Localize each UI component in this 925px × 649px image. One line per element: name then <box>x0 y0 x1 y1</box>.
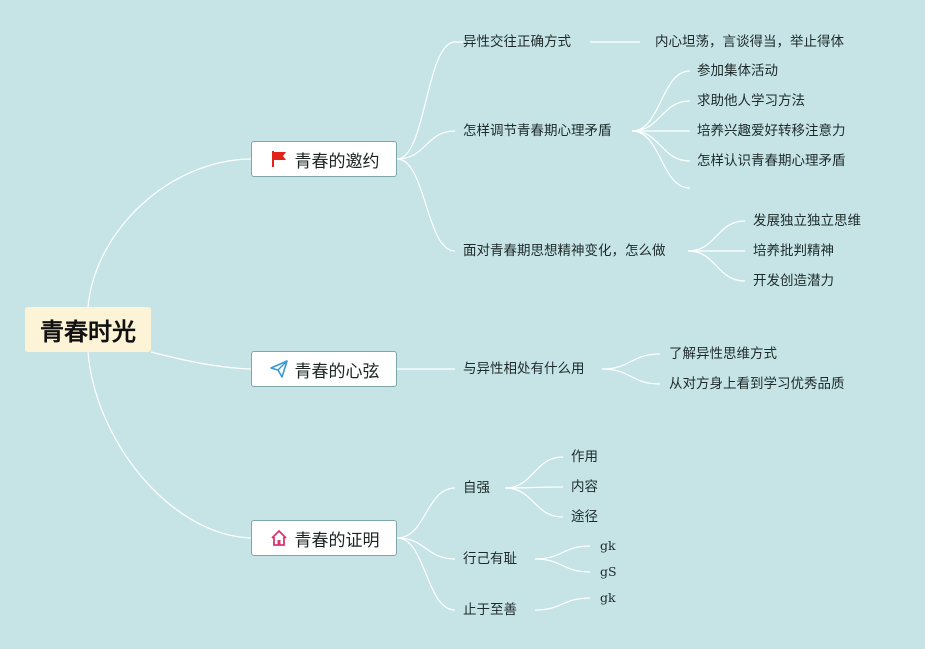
leaf-topic[interactable]: 内容 <box>571 479 598 495</box>
root-topic[interactable]: 青春时光 <box>25 307 151 352</box>
leaf-topic[interactable]: 途径 <box>571 509 598 525</box>
leaf-topic[interactable]: 培养兴趣爱好转移注意力 <box>697 123 846 139</box>
leaf-topic[interactable]: 发展独立独立思维 <box>753 213 861 229</box>
branch-topic-proof[interactable]: 青春的证明 <box>251 520 397 556</box>
subtopic[interactable]: 行己有耻 <box>463 551 517 567</box>
leaf-topic[interactable]: 了解异性思维方式 <box>669 346 777 362</box>
leaf-topic[interactable]: 作用 <box>571 449 598 465</box>
leaf-topic[interactable]: 开发创造潜力 <box>753 273 834 289</box>
subtopic[interactable]: 止于至善 <box>463 602 517 618</box>
connector-line <box>396 41 456 160</box>
connector-line <box>87 351 252 539</box>
connector-line <box>396 130 456 160</box>
subtopic[interactable]: 异性交往正确方式 <box>463 34 571 50</box>
connector-line <box>601 368 661 385</box>
connector-line <box>504 487 564 518</box>
subtopic[interactable]: 面对青春期思想精神变化，怎么做 <box>463 243 666 259</box>
connector-line <box>687 250 746 282</box>
connector-line <box>150 351 252 370</box>
branch-topic-invitation[interactable]: 青春的邀约 <box>251 141 397 177</box>
connector-line <box>534 597 591 611</box>
subtopic[interactable]: 与异性相处有什么用 <box>463 361 585 377</box>
connector-line <box>396 537 456 611</box>
subtopic[interactable]: 怎样调节青春期心理矛盾 <box>463 123 612 139</box>
connector-line <box>396 487 456 539</box>
branch-topic-heartstrings[interactable]: 青春的心弦 <box>251 351 397 387</box>
connector-line <box>396 158 456 252</box>
connector-line <box>631 70 691 132</box>
connector-line <box>87 158 252 308</box>
connector-line <box>687 220 746 252</box>
subtopic[interactable]: 自强 <box>463 480 490 496</box>
branch-label: 青春的心弦 <box>294 361 380 382</box>
connector-line <box>631 100 691 132</box>
leaf-topic[interactable]: 参加集体活动 <box>697 63 778 79</box>
connector-line <box>504 456 564 489</box>
paper-plane-icon <box>269 359 289 379</box>
connector-line <box>396 537 456 560</box>
leaf-topic[interactable]: 培养批判精神 <box>753 243 834 259</box>
leaf-topic[interactable]: 内心坦荡，言谈得当，举止得体 <box>655 34 844 50</box>
home-icon <box>269 528 289 548</box>
leaf-topic[interactable]: gk <box>600 538 616 553</box>
connector-line <box>601 353 661 370</box>
leaf-topic[interactable]: 怎样认识青春期心理矛盾 <box>697 153 846 169</box>
leaf-topic[interactable]: gS <box>600 564 617 579</box>
leaf-topic[interactable]: gk <box>600 590 616 605</box>
leaf-topic[interactable]: 求助他人学习方法 <box>697 93 805 109</box>
red-flag-icon <box>269 149 289 169</box>
leaf-topic[interactable]: 从对方身上看到学习优秀品质 <box>669 376 845 392</box>
branch-label: 青春的证明 <box>294 530 380 551</box>
connector-line <box>631 130 691 162</box>
connector-line <box>534 545 591 560</box>
branch-label: 青春的邀约 <box>294 151 380 172</box>
connector-line <box>534 558 591 573</box>
connector-line <box>631 130 691 189</box>
